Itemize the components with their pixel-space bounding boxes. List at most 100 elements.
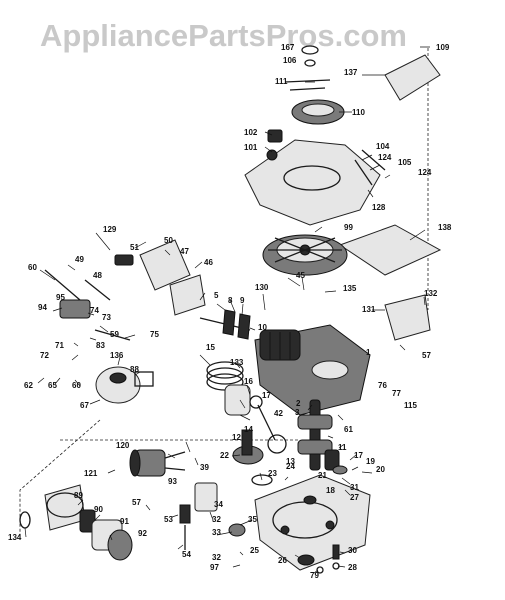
- part-label: 121: [84, 469, 98, 478]
- part-label: 16: [244, 377, 253, 386]
- connecting-rod: [249, 395, 287, 454]
- part-label: 30: [348, 546, 357, 555]
- air-filter-pad: [338, 224, 442, 276]
- part-label: 110: [352, 108, 365, 117]
- piston-and-rings: [206, 361, 251, 416]
- part-label: 5: [214, 291, 219, 300]
- part-label: 130: [255, 283, 269, 292]
- part-label: 95: [56, 293, 65, 302]
- part-label: 49: [75, 255, 84, 264]
- part-label: 17: [354, 451, 363, 460]
- part-label: 138: [438, 223, 452, 232]
- fuel-tank: [95, 366, 154, 404]
- part-label: 24: [286, 462, 295, 471]
- part-label: 15: [206, 343, 215, 352]
- part-label: 65: [48, 381, 57, 390]
- engine-cylinder-block: [254, 324, 371, 416]
- part-label: 2: [296, 399, 301, 408]
- part-label: 133: [230, 358, 244, 367]
- part-label: 72: [40, 351, 49, 360]
- part-label: 136: [110, 351, 124, 360]
- part-label: 128: [372, 203, 386, 212]
- part-label: 47: [180, 247, 189, 256]
- part-label: 106: [283, 56, 297, 65]
- part-label: 167: [281, 43, 295, 52]
- part-label: 124: [418, 168, 432, 177]
- flywheel: [262, 234, 348, 276]
- part-label: 42: [274, 409, 283, 418]
- part-label: 23: [268, 469, 277, 478]
- part-label: 73: [102, 313, 111, 322]
- part-label: 74: [90, 306, 99, 315]
- part-label: 21: [318, 471, 327, 480]
- part-label: 34: [214, 500, 223, 509]
- starter-motor: [129, 449, 186, 477]
- part-label: 76: [378, 381, 387, 390]
- part-label: 129: [103, 225, 117, 234]
- part-label: 120: [116, 441, 130, 450]
- part-label: 88: [130, 365, 139, 374]
- air-cleaner-housing: [244, 129, 386, 226]
- part-label: 71: [55, 341, 64, 350]
- part-label: 102: [244, 128, 258, 137]
- part-label: 3: [295, 408, 300, 417]
- part-label: 109: [436, 43, 450, 52]
- camshaft-gear: [232, 429, 273, 486]
- part-label: 31: [350, 483, 359, 492]
- part-label: 22: [220, 451, 229, 460]
- part-label: 99: [344, 223, 353, 232]
- part-label: 104: [376, 142, 390, 151]
- part-label: 48: [93, 271, 102, 280]
- part-label: 60: [72, 381, 81, 390]
- part-label: 20: [376, 465, 385, 474]
- part-label: 94: [38, 303, 47, 312]
- part-label: 101: [244, 143, 258, 152]
- oil-pump: [324, 449, 348, 475]
- part-label: 105: [398, 158, 412, 167]
- part-label: 75: [150, 330, 159, 339]
- part-label: 111: [275, 77, 288, 86]
- part-label: 79: [310, 571, 319, 580]
- governor-linkage: [179, 482, 246, 550]
- part-number-labels: 167 106 111 109 137 110 102 101 104 124 …: [8, 43, 452, 580]
- part-label: 61: [344, 425, 353, 434]
- part-label: 132: [424, 289, 438, 298]
- part-label: 28: [348, 563, 357, 572]
- part-label: 57: [422, 351, 431, 360]
- part-label: 77: [392, 389, 401, 398]
- shield-plate: [384, 294, 431, 341]
- part-label: 33: [212, 528, 221, 537]
- part-label: 17: [262, 391, 271, 400]
- part-label: 19: [366, 457, 375, 466]
- part-label: 92: [138, 529, 147, 538]
- part-label: 59: [110, 330, 119, 339]
- part-label: 8: [228, 296, 233, 305]
- valve-springs: [199, 309, 251, 340]
- part-label: 45: [296, 271, 305, 280]
- part-label: 35: [248, 515, 257, 524]
- part-label: 11: [338, 443, 347, 452]
- part-label: 124: [378, 153, 392, 162]
- part-label: 32: [212, 553, 221, 562]
- part-label: 13: [286, 457, 295, 466]
- part-label: 60: [28, 263, 37, 272]
- part-label: 135: [343, 284, 357, 293]
- part-label: 93: [168, 477, 177, 486]
- watermark-text: AppliancePartsPros.com: [40, 18, 407, 53]
- guide-line: [19, 419, 101, 540]
- muffler-assembly: [19, 484, 133, 561]
- part-label: 53: [164, 515, 173, 524]
- part-label: 131: [362, 305, 376, 314]
- part-label: 137: [344, 68, 358, 77]
- part-label: 25: [250, 546, 259, 555]
- part-label: 115: [404, 401, 417, 410]
- part-label: 89: [74, 491, 83, 500]
- part-label: 1: [366, 348, 371, 357]
- part-label: 62: [24, 381, 33, 390]
- part-label: 14: [244, 425, 253, 434]
- part-label: 39: [200, 463, 209, 472]
- carburetor-assembly: [44, 239, 206, 341]
- part-label: 26: [278, 556, 287, 565]
- part-label: 10: [258, 323, 267, 332]
